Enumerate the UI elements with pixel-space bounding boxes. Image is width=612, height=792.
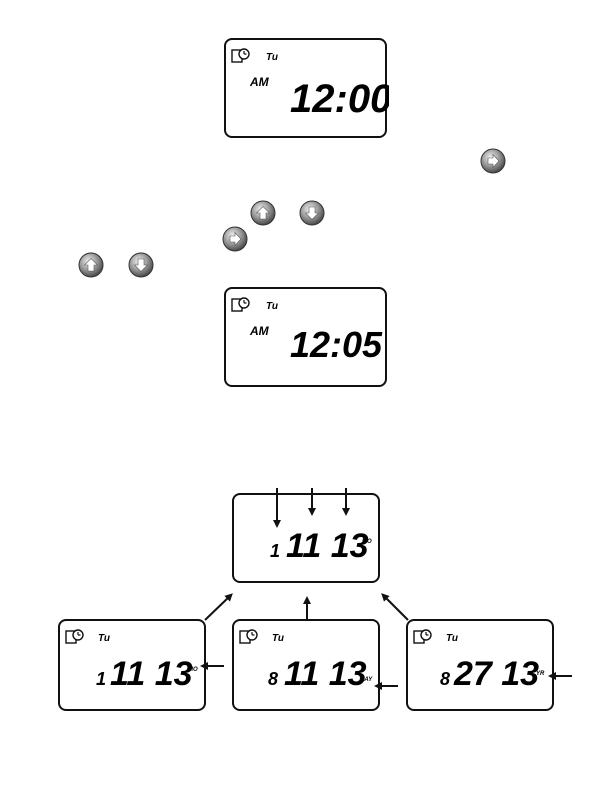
arrow-left-to-top bbox=[205, 596, 230, 620]
arrow-right-to-top bbox=[384, 596, 408, 620]
